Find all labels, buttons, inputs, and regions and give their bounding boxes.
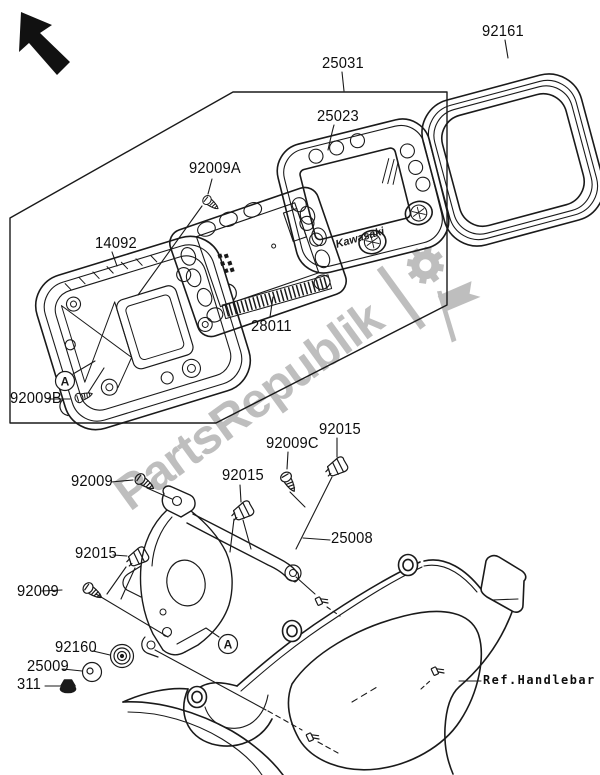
part-25008-bracket: [122, 485, 302, 658]
part-label-92009-lower[interactable]: 92009: [17, 583, 59, 600]
part-label-92009a[interactable]: 92009A: [189, 160, 241, 177]
screw-92009-lower: [80, 580, 106, 603]
part-28011-meter-unit: [169, 186, 347, 338]
part-14092-rear-cover: [34, 235, 252, 431]
part-label-25009[interactable]: 25009: [27, 658, 69, 675]
watermark-logo: [376, 246, 481, 343]
part-label-92009-upper[interactable]: 92009: [71, 473, 113, 490]
watermark: PartsRepublik: [105, 246, 481, 521]
part-label-14092[interactable]: 14092: [95, 235, 137, 252]
part-label-92009c[interactable]: 92009C: [266, 435, 319, 452]
part-label-92015-left[interactable]: 92015: [222, 467, 264, 484]
washer-25009: [81, 661, 103, 683]
nut-311: [59, 679, 77, 694]
damper-92015-bottom: [123, 544, 151, 571]
part-label-25023[interactable]: 25023: [317, 108, 359, 125]
part-label-92015-top[interactable]: 92015: [319, 421, 361, 438]
detail-marker-a2: A: [217, 633, 239, 655]
bolt-mark-arm: [314, 593, 330, 608]
grommet-92160: [109, 643, 135, 669]
svg-text:A: A: [61, 375, 70, 389]
part-label-25008[interactable]: 25008: [331, 530, 373, 547]
gear-icon: [406, 246, 445, 284]
part-label-92009b[interactable]: 92009B: [10, 390, 62, 407]
assembly-group-box: [9, 91, 448, 424]
part-92161-bezel: [421, 73, 600, 247]
flag-icon: [436, 281, 481, 343]
leader-lines: [41, 39, 509, 754]
reference-label-handlebar: Ref.Handlebar: [483, 672, 596, 687]
part-label-92160[interactable]: 92160: [55, 639, 97, 656]
cursor-arrow-icon: [19, 12, 70, 75]
part-25023-meter: Kawasaki: [276, 118, 450, 274]
damper-92015-top: [322, 454, 350, 481]
bolt-mark-cover: [305, 729, 321, 744]
bolt-mark-ref: [430, 663, 446, 678]
meter-button-right: [404, 200, 433, 226]
pcb-code-block: [217, 253, 235, 274]
screw-92009c: [278, 469, 300, 495]
meter-button-left: [358, 229, 387, 255]
part-label-92161[interactable]: 92161: [482, 23, 524, 40]
part-label-25031[interactable]: 25031: [322, 55, 364, 72]
svg-text:A: A: [224, 638, 233, 652]
detail-marker-a1: A: [54, 370, 76, 392]
part-label-92015-bottom[interactable]: 92015: [75, 545, 117, 562]
part-label-28011[interactable]: 28011: [251, 318, 292, 335]
damper-92015-left: [228, 498, 256, 525]
handlebar-cover: [122, 553, 527, 775]
screw-92009a: [200, 193, 222, 213]
part-label-311[interactable]: 311: [17, 676, 42, 693]
